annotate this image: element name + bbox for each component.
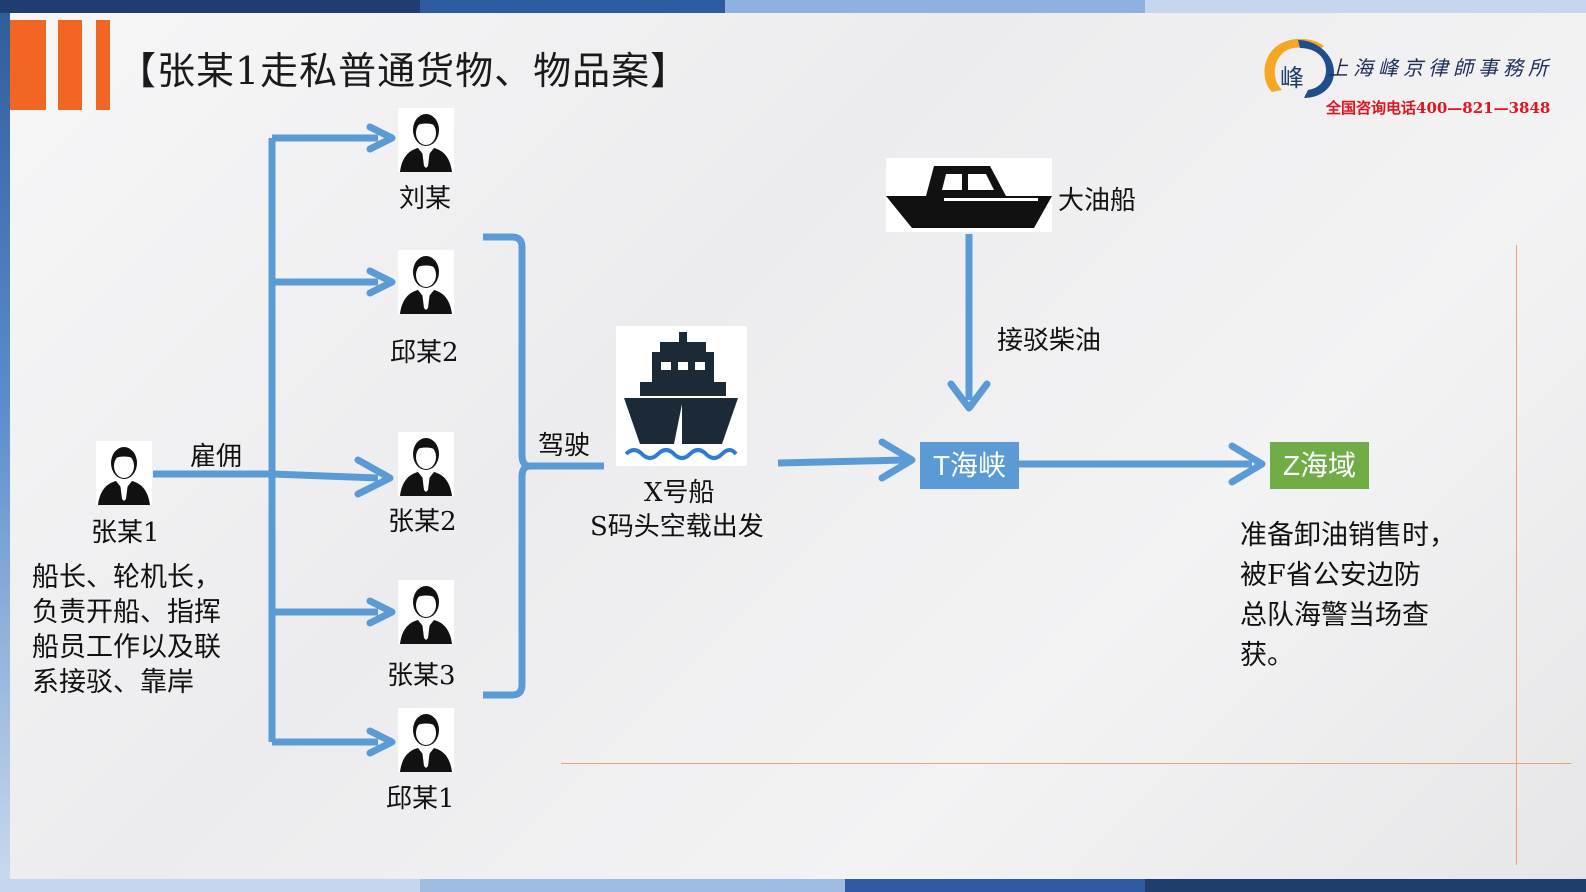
ship-name: X号船: [644, 478, 715, 508]
drive-brace: [483, 233, 604, 699]
speedboat-icon: [886, 158, 1052, 232]
person-icon-qiu1: [398, 708, 454, 772]
arrowhead-tanker: [947, 380, 991, 412]
arrowhead-z: [1228, 442, 1266, 486]
tanker-name: 大油船: [1058, 186, 1137, 216]
arrowhead-t: [878, 438, 916, 482]
ship-to-t-line: [777, 456, 906, 467]
arrowhead-zhang2: [354, 456, 394, 498]
decorative-guide-line-v: [1516, 245, 1517, 865]
arrowhead-zhang3: [366, 597, 396, 627]
title-marker-bar-3: [96, 20, 110, 110]
location-box-z-area: Z海域: [1270, 442, 1369, 489]
outcome-line: 准备卸油销售时，: [1240, 520, 1456, 551]
decorative-guide-line-h: [561, 763, 1571, 764]
page-title: 【张某1走私普通货物、物品案】: [118, 49, 690, 93]
label-qiu2: 邱某2: [390, 338, 459, 368]
title-marker-bar-2: [58, 20, 82, 110]
person-icon-liu: [398, 108, 454, 172]
zhang1-role-description: 船长、轮机长， 负责开船、指挥 船员工作以及联 系接驳、靠岸: [32, 560, 221, 700]
role-line: 负责开船、指挥: [32, 597, 221, 628]
label-zhang2: 张某2: [388, 507, 457, 537]
role-line: 船长、轮机长，: [32, 562, 221, 593]
label-zhang3: 张某3: [387, 661, 456, 691]
arrowhead-qiu1: [366, 727, 396, 757]
label-drive: 驾驶: [538, 431, 591, 461]
title-marker-bar-1: [10, 20, 46, 110]
cargo-ship-icon: [616, 326, 747, 466]
person-icon-zhang1: [96, 441, 152, 505]
label-liu: 刘某: [399, 184, 452, 214]
role-line: 系接驳、靠岸: [32, 667, 194, 698]
outcome-line: 总队海警当场查: [1240, 600, 1429, 631]
outcome-line: 被F省公安边防: [1240, 560, 1421, 591]
firm-name: 上海峰京律師事務所: [1328, 56, 1553, 80]
location-box-t-strait: T海峡: [920, 442, 1019, 489]
label-zhang1: 张某1: [91, 518, 160, 548]
arrowhead-liu: [366, 123, 396, 153]
ship-departure: S码头空载出发: [590, 512, 764, 542]
firm-logo-icon: 峰: [1264, 38, 1334, 98]
person-icon-zhang3: [398, 580, 454, 644]
bottom-decorative-bar: [0, 879, 1586, 892]
consult-hotline: 全国咨询电话400—821—3848: [1326, 99, 1551, 117]
left-decorative-strip: [0, 13, 10, 879]
role-line: 船员工作以及联: [32, 632, 221, 663]
person-icon-zhang2: [398, 432, 454, 496]
outcome-description: 准备卸油销售时， 被F省公安边防 总队海警当场查 获。: [1240, 516, 1456, 676]
arrowhead-qiu2: [366, 267, 396, 297]
label-hire: 雇佣: [190, 442, 243, 472]
outcome-line: 获。: [1240, 640, 1294, 671]
logo-mark-text: 峰: [1280, 64, 1304, 92]
branch-to-zhang2: [271, 470, 379, 482]
label-qiu1: 邱某1: [386, 784, 455, 814]
top-decorative-bar: [0, 0, 1586, 13]
label-refuel: 接驳柴油: [997, 326, 1102, 356]
person-icon-qiu2: [398, 250, 454, 314]
